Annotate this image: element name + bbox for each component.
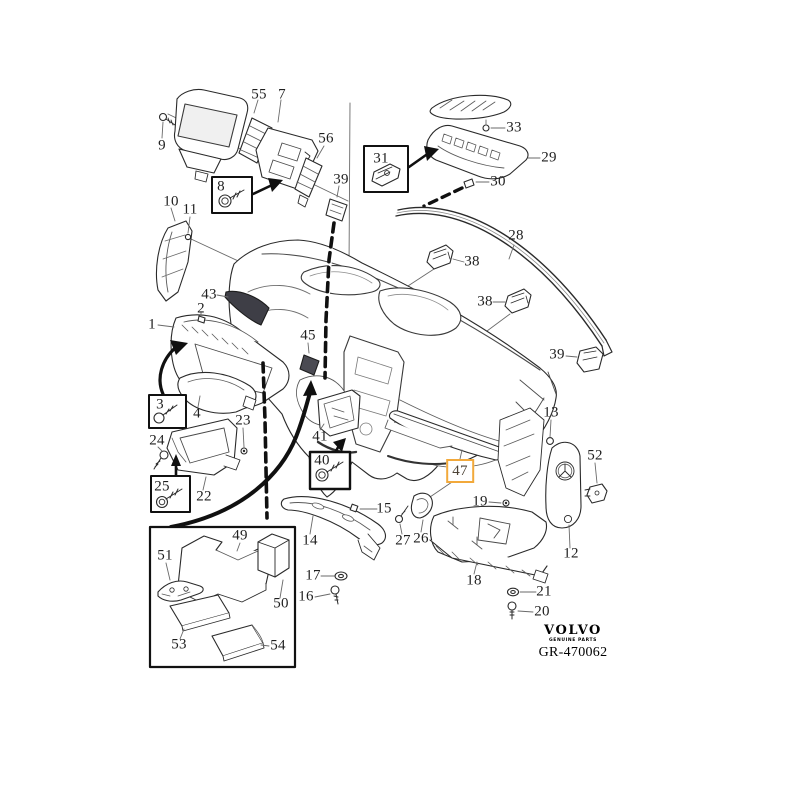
- drawing-number: GR-470062: [538, 645, 608, 661]
- handle-trim-14: [280, 496, 387, 561]
- screw-27: [394, 505, 409, 535]
- dashed-line-23: [261, 361, 269, 520]
- screw-9: [158, 112, 176, 139]
- side-cover-12: [545, 441, 582, 549]
- volvo-logo: VOLVO: [544, 623, 602, 638]
- pad-53: [169, 594, 231, 640]
- clip-39-top: [323, 185, 348, 380]
- insulation-panel-18: [429, 505, 549, 584]
- clip-38-lower: [492, 288, 532, 314]
- callout-box-8: [211, 176, 283, 214]
- side-panel-10: [155, 207, 193, 302]
- dashboard-body: [228, 239, 557, 498]
- washer-21: [506, 587, 537, 597]
- brand-block: VOLVO GENUINE PARTS GR-470062: [538, 624, 608, 661]
- glove-box-22: [166, 418, 241, 491]
- decor-strip-43: [216, 290, 270, 326]
- bracket-51: [157, 562, 204, 602]
- clip-15: [349, 503, 378, 513]
- clip-52: [584, 462, 608, 504]
- pad-54: [211, 624, 270, 662]
- callout-box-25: [150, 454, 191, 513]
- foam-block-50: [257, 533, 290, 599]
- volvo-tagline: GENUINE PARTS: [548, 637, 597, 643]
- callout-box-3: [148, 340, 188, 429]
- speaker-panel-29: [422, 124, 541, 208]
- support-bracket-4: [177, 371, 257, 414]
- trim-41: [317, 389, 361, 437]
- clip-30: [463, 178, 475, 189]
- instrument-cluster: [173, 88, 249, 183]
- clip-38-upper: [426, 244, 465, 270]
- clip-39-bottom: [565, 346, 604, 373]
- screw-24: [153, 446, 169, 470]
- speaker-grille-33: [429, 94, 512, 132]
- washer-17: [320, 571, 348, 581]
- clip-2: [197, 315, 206, 324]
- strip-56: [294, 145, 325, 208]
- fastener-19: [488, 499, 510, 507]
- install-arrow-lower-box: [169, 380, 317, 529]
- top-margin-mask: [0, 0, 800, 87]
- bracket-26: [410, 492, 433, 533]
- dash-end-frame: [497, 407, 554, 497]
- windshield-trim-28: [395, 206, 613, 357]
- callout-box-31: [363, 145, 439, 193]
- clip-11: [184, 233, 192, 241]
- callout-box-40: [308, 438, 352, 491]
- bolt-20: [507, 601, 534, 620]
- fastener-23: [240, 427, 248, 455]
- bolt-16: [314, 585, 340, 605]
- bracket-55: [238, 99, 273, 164]
- side-vent-45: [299, 342, 320, 376]
